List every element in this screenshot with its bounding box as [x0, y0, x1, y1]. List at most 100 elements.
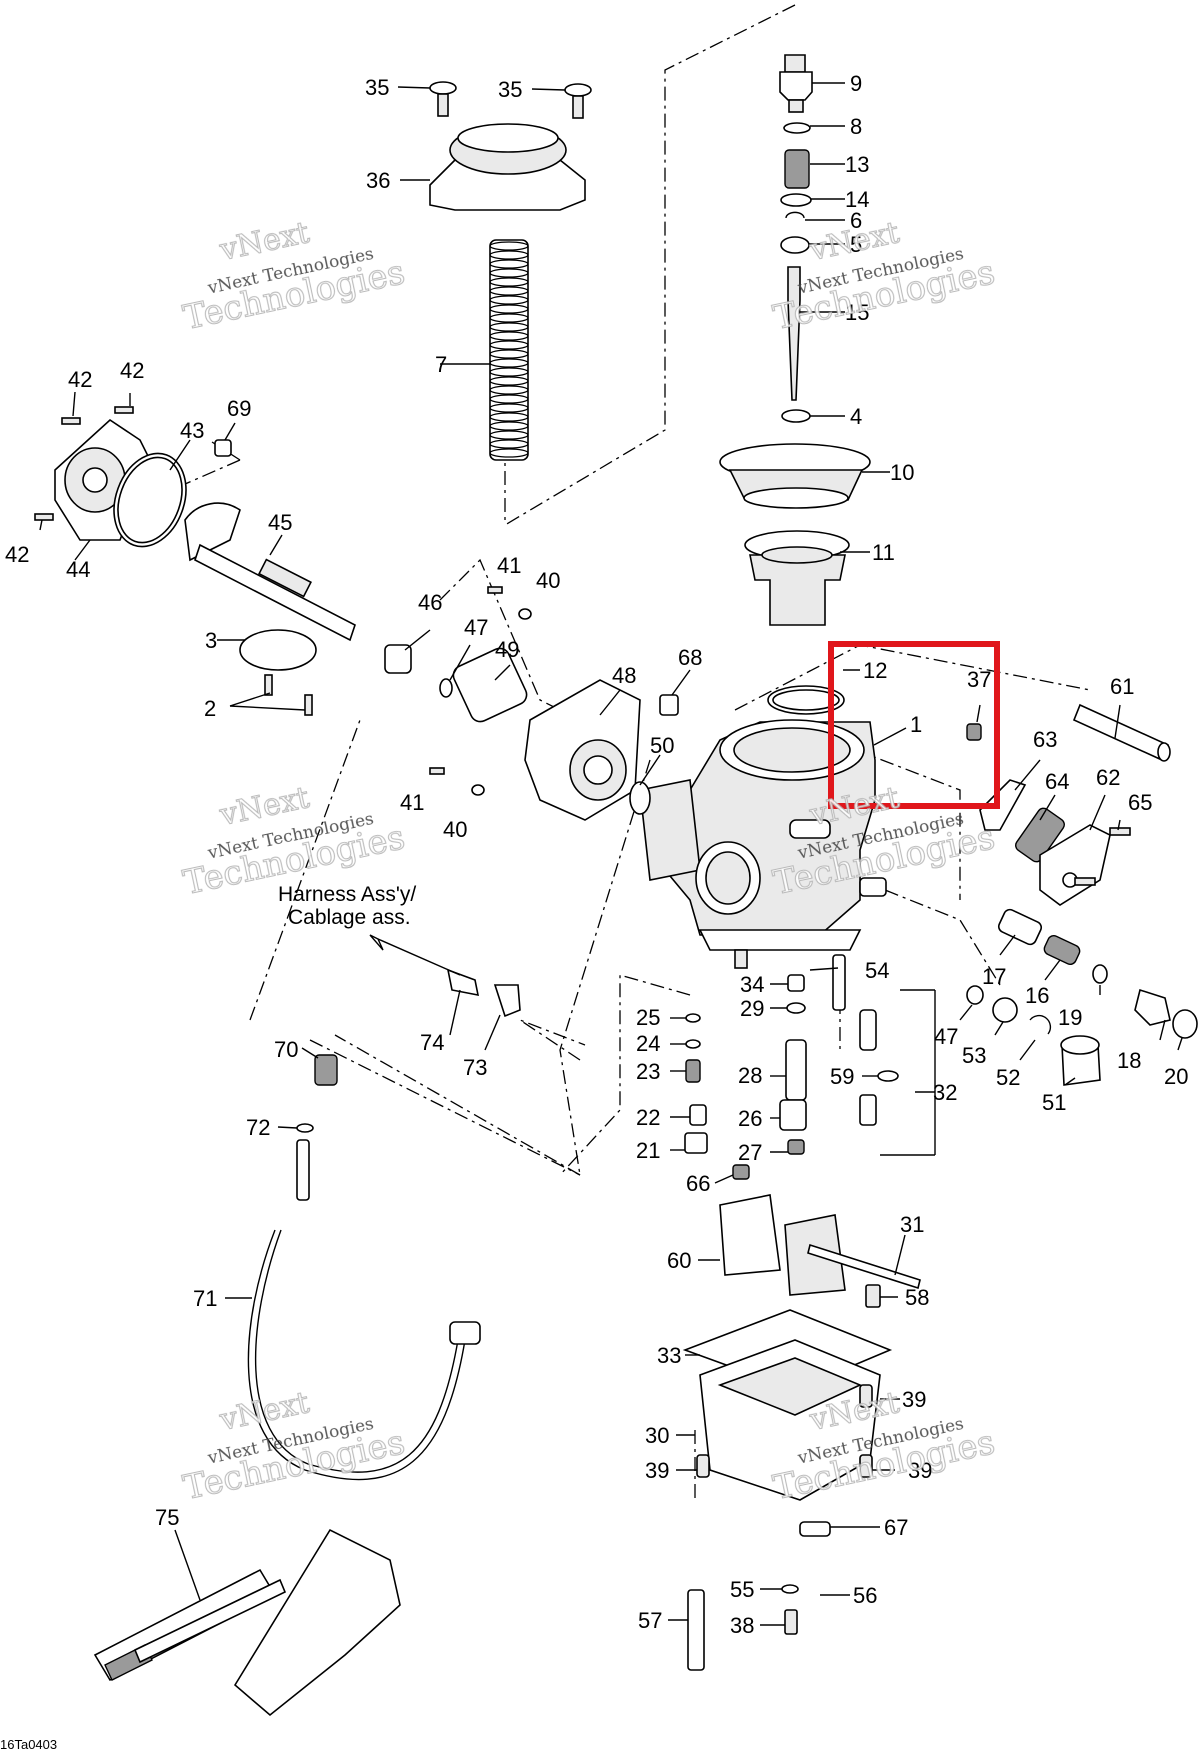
spring-coil	[489, 385, 529, 395]
top-cap-assembly	[429, 81, 592, 461]
spring-coil	[489, 277, 529, 287]
callout-35b: 35	[498, 77, 522, 102]
callout-69: 69	[227, 396, 251, 421]
spring-coil	[489, 439, 529, 449]
callout-28: 28	[738, 1063, 762, 1088]
callout-35a: 35	[365, 75, 389, 100]
carburetor-body-1	[639, 719, 887, 969]
screw-35-right	[564, 83, 592, 119]
callout-62: 62	[1096, 765, 1120, 790]
callout-3: 3	[205, 628, 217, 653]
leader-lines	[39, 82, 1183, 1626]
callout-31: 31	[900, 1212, 924, 1237]
spring-coil	[489, 421, 529, 431]
callout-57: 57	[638, 1608, 662, 1633]
callout-30: 30	[645, 1423, 669, 1448]
callout-39b: 39	[645, 1458, 669, 1483]
callout-47b: 47	[934, 1024, 958, 1049]
callout-63: 63	[1033, 727, 1057, 752]
callout-60: 60	[667, 1248, 691, 1273]
callout-64: 64	[1045, 769, 1069, 794]
callout-8: 8	[850, 114, 862, 139]
spring-coil	[489, 403, 529, 413]
callout-5: 5	[850, 232, 862, 257]
callout-15: 15	[845, 300, 869, 325]
callout-20: 20	[1164, 1064, 1188, 1089]
watermarks: vNext vNext Technologies Technologies vN…	[179, 215, 999, 1509]
float-60	[719, 1194, 921, 1308]
callout-55: 55	[730, 1577, 754, 1602]
callout-44: 44	[66, 557, 90, 582]
spring-coil	[489, 259, 529, 269]
callout-1: 1	[910, 712, 922, 737]
spring-coil	[489, 349, 529, 359]
ring-12	[767, 685, 845, 715]
needle-stack	[779, 54, 813, 423]
callout-17: 17	[982, 964, 1006, 989]
callout-11: 11	[872, 540, 895, 565]
tool-kit-75	[93, 1528, 401, 1717]
callout-75: 75	[155, 1505, 179, 1530]
callout-52: 52	[996, 1065, 1020, 1090]
callout-14: 14	[845, 187, 869, 212]
diaphragm-10	[719, 443, 871, 509]
callout-29: 29	[740, 996, 764, 1021]
spring-coil	[489, 295, 529, 305]
callout-23: 23	[636, 1059, 660, 1084]
callout-33: 33	[657, 1343, 681, 1368]
callout-2: 2	[204, 696, 216, 721]
callout-49: 49	[495, 637, 519, 662]
spring-coil	[489, 331, 529, 341]
callout-42c: 42	[5, 542, 29, 567]
callout-72: 72	[246, 1115, 270, 1140]
callout-66: 66	[686, 1171, 710, 1196]
spring-7	[489, 239, 529, 461]
callout-37: 37	[967, 667, 991, 692]
jet-components	[684, 954, 899, 1180]
callout-46: 46	[418, 590, 442, 615]
callout-25: 25	[636, 1005, 660, 1030]
spring-coil	[489, 376, 529, 386]
caption-line-1: Harness Ass'y/	[278, 883, 416, 906]
throttle-shaft-group	[34, 406, 528, 723]
callout-48: 48	[612, 663, 636, 688]
callout-42a: 42	[68, 367, 92, 392]
spring-coil	[489, 358, 529, 368]
callout-43: 43	[180, 418, 204, 443]
callout-19: 19	[1058, 1005, 1082, 1030]
callout-16: 16	[1025, 983, 1049, 1008]
callout-36: 36	[366, 168, 390, 193]
drawing-code: 16Ta0403	[0, 1737, 57, 1752]
spring-coil	[489, 268, 529, 278]
float-bowl-30	[682, 1309, 893, 1671]
callout-40b: 40	[443, 817, 467, 842]
callout-61: 61	[1110, 674, 1134, 699]
callout-18: 18	[1117, 1048, 1141, 1073]
callout-22: 22	[636, 1105, 660, 1130]
spring-coil	[489, 322, 529, 332]
callout-26: 26	[738, 1106, 762, 1131]
callout-54: 54	[865, 958, 889, 983]
top-cover-36	[429, 123, 586, 211]
callout-6: 6	[850, 208, 862, 233]
spring-coil	[489, 241, 529, 251]
callout-42b: 42	[120, 358, 144, 383]
callout-10: 10	[890, 460, 914, 485]
callout-53: 53	[962, 1043, 986, 1068]
spring-coil	[489, 250, 529, 260]
spring-coil	[489, 286, 529, 296]
assembly-lines	[159, 4, 1091, 1500]
callout-41b: 41	[400, 790, 424, 815]
callout-68: 68	[678, 645, 702, 670]
callout-7: 7	[435, 352, 447, 377]
callout-38: 38	[730, 1613, 754, 1638]
spring-coil	[489, 394, 529, 404]
callout-21: 21	[636, 1138, 660, 1163]
callout-58: 58	[905, 1285, 929, 1310]
callout-39c: 39	[908, 1458, 932, 1483]
callout-51: 51	[1042, 1090, 1066, 1115]
throttle-cable-71	[247, 968, 521, 1481]
spring-coil	[489, 367, 529, 377]
callout-50: 50	[650, 733, 674, 758]
